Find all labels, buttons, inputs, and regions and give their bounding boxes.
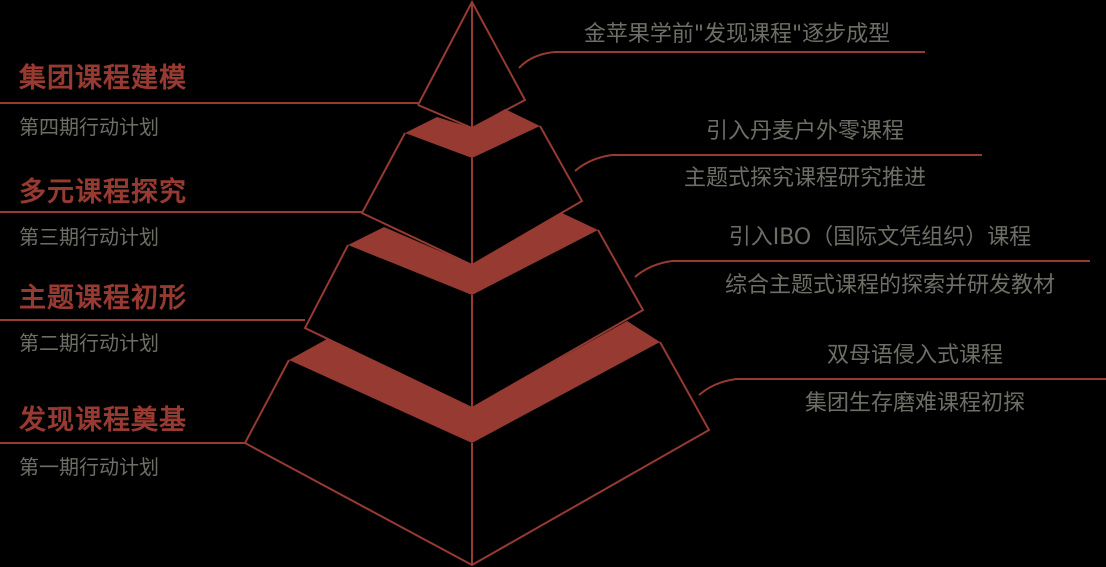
tier-band-2 <box>348 213 598 295</box>
phase-1-title: 发现课程奠基 <box>19 405 187 436</box>
tier-top-outline <box>417 0 527 130</box>
phase-3-description-line1: 引入丹麦户外零课程 <box>705 119 904 144</box>
phase-4-description: 金苹果学前"发现课程"逐步成型 <box>583 22 891 47</box>
phase-2-description-line2: 综合主题式课程的探索并研发教材 <box>724 273 1055 298</box>
right-leader-1 <box>518 51 925 69</box>
phase-1-subtitle: 第一期行动计划 <box>19 455 159 479</box>
right-leader-3 <box>634 260 1090 278</box>
phase-2-title: 主题课程初形 <box>19 283 187 314</box>
phase-2-description-line1: 引入IBO（国际文凭组织）课程 <box>728 225 1032 250</box>
tier-band-1 <box>405 109 540 158</box>
right-leader-4 <box>698 378 1106 396</box>
phase-4-subtitle: 第四期行动计划 <box>19 115 159 139</box>
tier-bottom-outline <box>243 341 711 567</box>
phase-4-title: 集团课程建模 <box>19 63 187 94</box>
phase-1-description-line1: 双母语侵入式课程 <box>826 343 1003 368</box>
right-leader-2 <box>574 154 982 172</box>
tier-band-3 <box>289 321 660 443</box>
phase-3-description-line2: 主题式探究课程研究推进 <box>683 166 926 191</box>
phase-2-subtitle: 第二期行动计划 <box>19 331 159 355</box>
phase-3-title: 多元课程探究 <box>19 177 187 208</box>
phase-3-subtitle: 第三期行动计划 <box>19 225 159 249</box>
phase-1-description-line2: 集团生存磨难课程初探 <box>804 391 1025 416</box>
